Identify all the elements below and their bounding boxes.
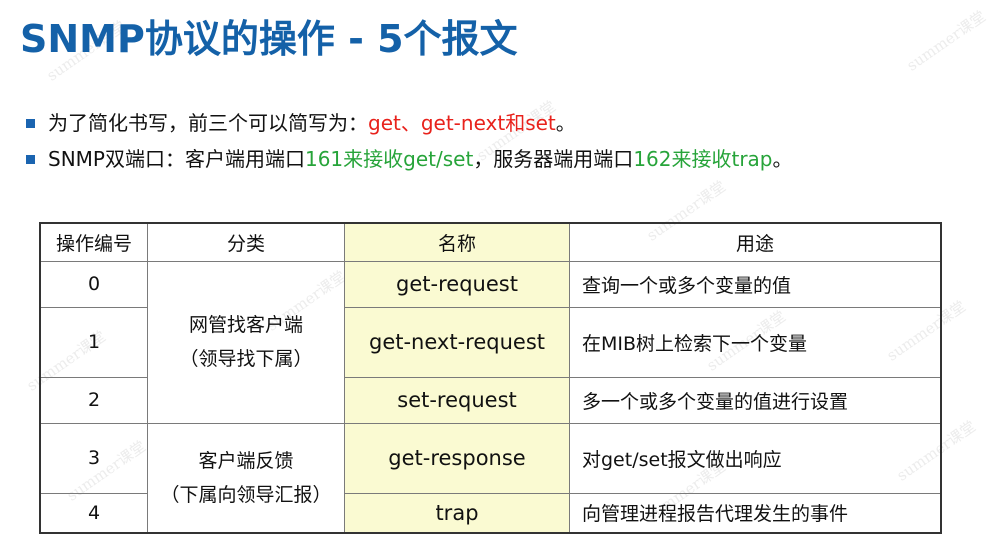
table-row: 2 set-request 多一个或多个变量的值进行设置	[39, 376, 942, 424]
op-name: get-response	[344, 422, 570, 494]
table-row: 1 get-next-request 在MIB树上检索下一个变量	[39, 306, 942, 378]
category-cell: 网管找客户端 （领导找下属）	[147, 260, 345, 424]
table-row: 4 trap 向管理进程报告代理发生的事件	[39, 492, 942, 534]
header-cell: 分类	[147, 222, 345, 262]
slide-title: SNMP协议的操作 - 5个报文	[20, 17, 518, 61]
bullet-item: 为了简化书写，前三个可以简写为：get、get-next和set。	[26, 108, 793, 144]
op-name: trap	[344, 492, 570, 534]
bullet-highlight: 161来接收get/set	[304, 147, 474, 171]
header-cell: 操作编号	[39, 222, 148, 262]
op-number: 2	[39, 376, 148, 424]
category-line: 客户端反馈	[198, 449, 294, 472]
table-header-row: 操作编号 分类 名称 用途	[39, 222, 942, 262]
op-number: 4	[39, 492, 148, 534]
category-cell: 客户端反馈 （下属向领导汇报）	[147, 422, 345, 534]
op-use: 向管理进程报告代理发生的事件	[569, 492, 942, 534]
op-use: 对get/set报文做出响应	[569, 422, 942, 494]
category-line: 网管找客户端	[188, 314, 303, 336]
bullet-text: SNMP双端口：客户端用端口	[48, 147, 305, 171]
bullet-text: 为了简化书写，前三个可以简写为：	[48, 111, 368, 135]
table-row: 3 客户端反馈 （下属向领导汇报） get-response 对get/set报…	[39, 422, 942, 534]
bullet-text: 。	[555, 111, 576, 135]
square-bullet-icon	[26, 155, 35, 164]
watermark: summer课堂	[903, 7, 990, 75]
op-use: 查询一个或多个变量的值	[569, 260, 942, 308]
bullet-text: ，服务器端用端口	[473, 147, 634, 171]
op-use: 在MIB树上检索下一个变量	[569, 306, 942, 378]
category-line: （下属向领导汇报）	[160, 483, 332, 506]
bullet-list: 为了简化书写，前三个可以简写为：get、get-next和set。 SNMP双端…	[26, 108, 793, 180]
square-bullet-icon	[26, 119, 35, 128]
header-cell: 用途	[569, 222, 942, 262]
bullet-highlight: 162来接收trap	[633, 147, 773, 171]
op-use: 多一个或多个变量的值进行设置	[569, 376, 942, 424]
table-row: 0 网管找客户端 （领导找下属） get-request 查询一个或多个变量的值	[39, 260, 942, 424]
bullet-highlight: get、get-next和set	[368, 111, 556, 135]
bullet-text: 。	[772, 147, 793, 171]
op-name: get-request	[344, 260, 570, 308]
op-name: get-next-request	[344, 306, 570, 378]
header-cell: 名称	[344, 222, 570, 262]
op-number: 1	[39, 306, 148, 378]
op-number: 3	[39, 422, 148, 494]
bullet-item: SNMP双端口：客户端用端口161来接收get/set，服务器端用端口162来接…	[26, 144, 793, 180]
category-line: （领导找下属）	[179, 348, 313, 370]
operations-table: 操作编号 分类 名称 用途 0 网管找客户端 （领导找下属） get-reque…	[39, 222, 942, 534]
op-number: 0	[39, 260, 148, 308]
op-name: set-request	[344, 376, 570, 424]
